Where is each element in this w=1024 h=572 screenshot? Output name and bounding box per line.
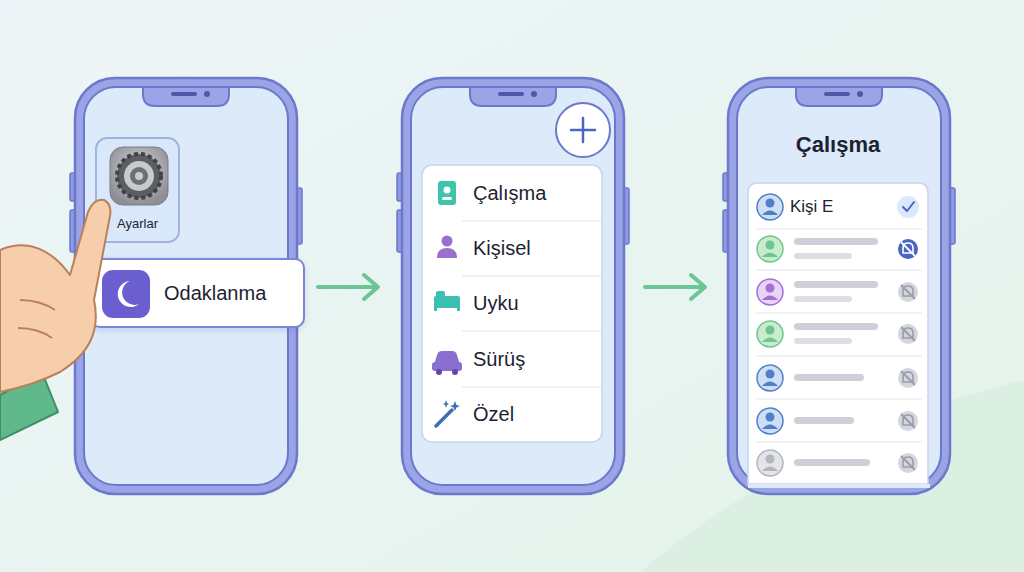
list-row: Çalışma bbox=[422, 166, 602, 221]
menu-card: Odaklanma bbox=[90, 258, 305, 328]
list-row: Uyku bbox=[422, 276, 602, 331]
add-button bbox=[556, 103, 610, 157]
contact-list bbox=[748, 183, 928, 484]
list-row: Özel bbox=[422, 387, 602, 441]
contact-rows bbox=[756, 229, 922, 476]
moon-icon bbox=[102, 270, 150, 318]
node-text: Ayarlar bbox=[117, 216, 158, 231]
node-text: Kişi E bbox=[790, 197, 833, 217]
contact-row: Kişi E bbox=[749, 187, 927, 227]
focus-mode-icons bbox=[432, 181, 462, 426]
settings-icon bbox=[110, 147, 168, 205]
node-text: Sürüş bbox=[473, 348, 525, 371]
pointing-hand bbox=[0, 200, 110, 440]
screen-title: Çalışma bbox=[748, 132, 928, 158]
node-text: Çalışma bbox=[473, 182, 546, 205]
node-text: Uyku bbox=[473, 292, 519, 315]
node-text: Odaklanma bbox=[164, 282, 266, 305]
list-card bbox=[422, 165, 602, 442]
app-icon-tile: Ayarlar bbox=[95, 137, 180, 243]
contact-avatar bbox=[757, 194, 919, 220]
list-row: Sürüş bbox=[422, 331, 602, 387]
node-text: Kişisel bbox=[473, 237, 531, 260]
node-text: Özel bbox=[473, 403, 514, 426]
list-row: Kişisel bbox=[422, 221, 602, 276]
